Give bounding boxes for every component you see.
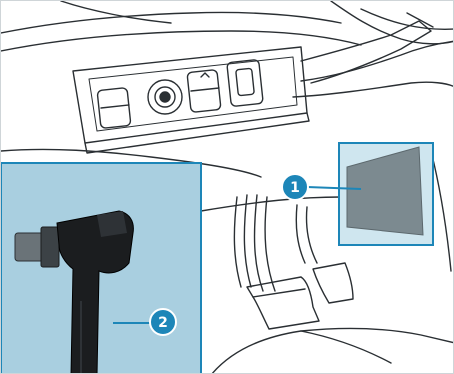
connector-inset — [1, 163, 201, 374]
callout-1-number: 1 — [290, 180, 300, 196]
callout-2-number: 2 — [158, 315, 168, 331]
obd-port-highlight — [339, 143, 433, 245]
